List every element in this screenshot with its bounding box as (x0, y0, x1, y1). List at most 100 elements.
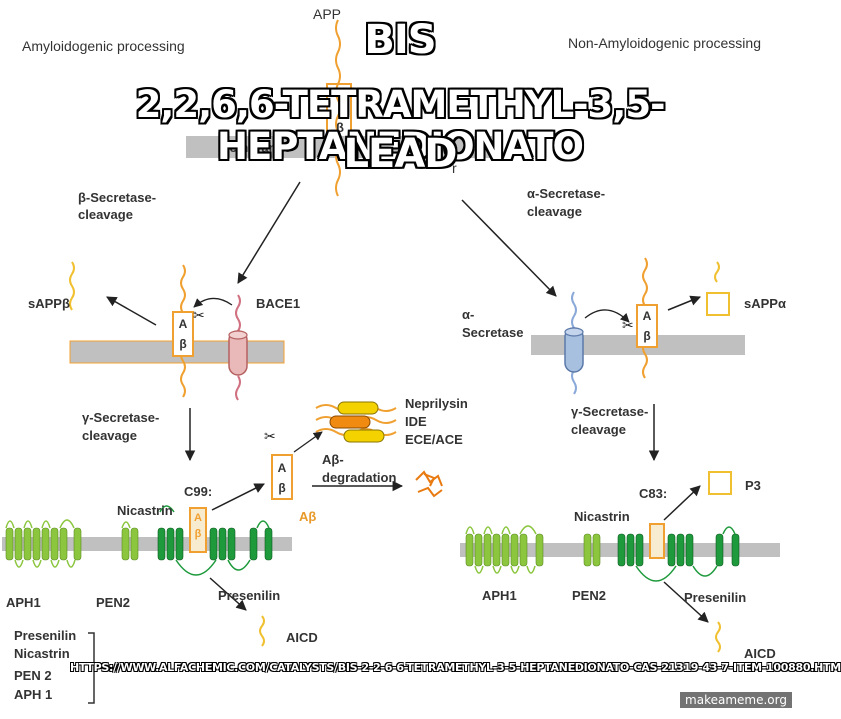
mid-abeta-b: β (278, 481, 285, 495)
legend-presenilin: Presenilin (14, 628, 77, 643)
frag-r1: r (456, 106, 461, 122)
left-abeta-box (172, 311, 194, 357)
app-strand (335, 19, 341, 197)
left-abeta-b: β (179, 337, 186, 351)
right-abeta-a: A (643, 309, 652, 323)
meme-caption-line1: BIS (364, 17, 436, 63)
top-beta-label: β (336, 120, 344, 135)
c99-label: C99: (184, 484, 213, 499)
legend-nicastrin: Nicastrin (14, 646, 70, 661)
scissors-icon: ✂ (193, 307, 205, 323)
amyloidogenic-title: Amyloidogenic processing (22, 38, 185, 54)
right-gamma-cleavage-1: γ-Secretase- (571, 404, 649, 419)
arrow-to-sappb (106, 296, 157, 326)
diagram-canvas: A β ✂ A β ✂ (2, 6, 841, 708)
legend-pen2: PEN 2 (14, 668, 52, 683)
left-aph1-label: APH1 (6, 595, 41, 610)
bace1-strand (235, 294, 241, 401)
left-nicastrin-label: Nicastrin (117, 503, 173, 518)
left-abeta-a: A (179, 317, 188, 331)
mid-abeta-a: A (278, 461, 287, 475)
right-pen2-label: PEN2 (572, 588, 606, 603)
abeta-label: Aβ (299, 509, 317, 524)
abeta-degradation-2: degradation (322, 470, 397, 485)
left-presenilin-label: Presenilin (218, 588, 281, 603)
right-presenilin-loops (635, 526, 736, 582)
c83-label: C83: (639, 486, 668, 501)
left-gamma-cleavage-1: γ-Secretase- (82, 410, 160, 425)
left-aicd-arrow (209, 577, 247, 611)
arrow-to-beta (237, 181, 301, 284)
frag-r2: r (452, 160, 457, 176)
watermark: makeameme.org (680, 692, 792, 708)
left-aicd-label: AICD (286, 630, 318, 645)
c99-to-abeta-arrow (211, 483, 265, 511)
right-aicd-strand (715, 621, 721, 653)
left-presenilin-loops (159, 505, 270, 576)
bace1-label: BACE1 (256, 296, 301, 311)
mid-abeta-box (271, 454, 293, 500)
debris-icon (415, 470, 443, 498)
beta-secretase-cleavage-2: cleavage (78, 207, 133, 222)
sappb-label: sAPPβ (28, 296, 70, 311)
alpha-cut-arrow (584, 309, 630, 323)
alpha-strand (571, 291, 577, 395)
alpha-cylinder-top (564, 327, 584, 337)
meme-url: HTTPS://WWW.ALFACHEMIC.COM/CATALYSTS/BIS… (70, 661, 841, 674)
membrane-label: membrance (218, 140, 291, 155)
right-c83-box (649, 523, 665, 559)
left-aicd-strand (259, 615, 265, 647)
right-aph1-label: APH1 (482, 588, 517, 603)
legend-aph1: APH 1 (14, 687, 53, 702)
beta-secretase-cleavage-1: β-Secretase- (78, 190, 157, 205)
left-aph1-helices (5, 527, 139, 561)
left-c99-box (189, 507, 207, 553)
app-abeta-box (326, 83, 352, 151)
non-amyloidogenic-title: Non-Amyloidogenic processing (568, 35, 761, 51)
scissors-icon: ✂ (622, 317, 634, 333)
arrow-to-alpha (461, 199, 557, 297)
left-c99-a: A (194, 512, 202, 524)
arrow-to-p3 (663, 485, 701, 521)
sappa-label: sAPPα (744, 296, 786, 311)
right-presenilin-label: Presenilin (684, 590, 747, 605)
right-aph1-helices (465, 533, 601, 567)
p3-label: P3 (745, 478, 761, 493)
left-presenilin-helices (157, 527, 273, 561)
alpha-secretase-label-1: α- (462, 307, 475, 322)
right-abeta-box (636, 304, 658, 348)
arrow-to-degradation-enzymes (293, 431, 323, 453)
diagram-svg: A β ✂ A β ✂ (2, 19, 780, 704)
neprilysin-label: Neprilysin (405, 396, 468, 411)
ece-ace-label: ECE/ACE (405, 432, 463, 447)
sappb-strand (69, 261, 75, 311)
left-complex-loops (5, 519, 131, 568)
right-complex-loops (465, 525, 537, 574)
alpha-secretase-cleavage-1: α-Secretase- (527, 186, 606, 201)
alpha-secretase-label-2: Secretase (462, 325, 524, 340)
meme-caption-line3: LEAD (343, 131, 458, 177)
bace1-cut-arrow (193, 297, 233, 308)
scissors-icon: ✂ (264, 428, 276, 444)
legend-bracket (88, 632, 95, 704)
meme-caption-line2: 2,2,6,6-TETRAMETHYL-3,5-HEPTANEDIONATO (135, 83, 666, 168)
arrow-to-sappa (667, 295, 701, 311)
alpha-secretase-cleavage-2: cleavage (527, 204, 582, 219)
left-c99-b: β (195, 528, 202, 540)
ide-label: IDE (405, 414, 427, 429)
abeta-degradation-1: Aβ- (322, 452, 344, 467)
right-presenilin-helices (617, 533, 740, 567)
right-aicd-arrow (663, 581, 709, 623)
right-aicd-label: AICD (744, 646, 776, 661)
right-nicastrin-label: Nicastrin (574, 509, 630, 524)
p3-box (708, 471, 732, 495)
right-abeta-b: β (643, 329, 650, 343)
left-pen2-label: PEN2 (96, 595, 130, 610)
right-gamma-cleavage-2: cleavage (571, 422, 626, 437)
left-gamma-cleavage-2: cleavage (82, 428, 137, 443)
degradation-enzymes-icon (315, 401, 397, 443)
sappa-box (706, 292, 730, 316)
sappa-strand (714, 261, 720, 283)
bace1-cylinder-top (228, 330, 248, 340)
app-label: APP (313, 6, 342, 22)
